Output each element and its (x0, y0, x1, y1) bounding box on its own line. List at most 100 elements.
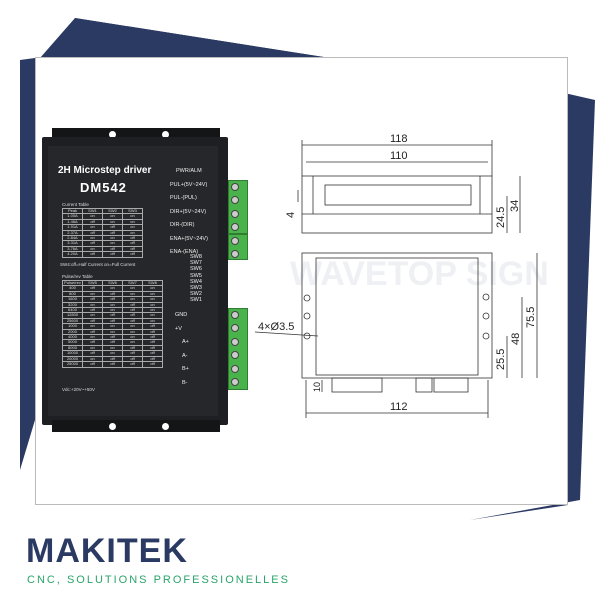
signal-label: ENA-(ENA) (170, 249, 199, 255)
table-cell: off (122, 234, 143, 242)
signal-label: PUL+(5V~24V) (170, 182, 208, 188)
terminal-screw (231, 378, 239, 386)
dim-48: 48 (510, 333, 522, 345)
table-header: SW8 (142, 279, 163, 287)
switch-label: SW6 (190, 266, 202, 273)
table-cell: off (142, 334, 163, 341)
terminal-screw (231, 311, 239, 319)
switch-label: SW2 (190, 291, 202, 298)
table-cell: on (142, 306, 163, 314)
table-cell: off (142, 355, 163, 363)
terminal-screw (231, 196, 239, 204)
terminal-screw (231, 324, 239, 332)
dim-112: 112 (390, 401, 408, 413)
driver-model: DM542 (80, 180, 127, 195)
switch-label: SW7 (190, 260, 202, 267)
table-cell: on (142, 317, 163, 325)
table-cell: off (142, 328, 163, 336)
brand-tagline: CNC, SOLUTIONS PROFESSIONELLES (27, 574, 290, 586)
dim-10: 10 (312, 382, 322, 392)
table-cell: off (142, 344, 163, 352)
power-note: Vdc:+20V~+50V (62, 387, 95, 392)
table-cell: on (122, 229, 143, 237)
switch-label: SW1 (190, 297, 202, 304)
table-cell: off (122, 245, 143, 253)
power-label: GND (175, 312, 188, 318)
signal-label: PWR/ALM (176, 168, 202, 174)
terminal-screw (231, 351, 239, 359)
power-label: B- (182, 379, 188, 386)
table-header: SW3 (122, 207, 143, 215)
table-cell: off (122, 251, 143, 258)
top-view (297, 140, 521, 234)
signal-terminal-block (228, 180, 248, 234)
signal-label: ENA+(5V~24V) (170, 236, 208, 242)
power-label: B+ (182, 366, 189, 372)
driver-title: 2H Microstep driver (58, 165, 152, 176)
table-cell: off (142, 350, 163, 357)
dim-4: 4 (285, 212, 297, 218)
dim-25-5: 25.5 (495, 349, 507, 370)
current-table-caption: Current Table (62, 202, 89, 207)
terminal-screw (231, 210, 239, 218)
table-cell: on (142, 301, 163, 309)
table-cell: off (142, 361, 163, 368)
pulse-table-caption: Pulse/rev Table (62, 274, 93, 279)
switch-label: SW8 (190, 254, 202, 260)
terminal-screw (231, 183, 239, 191)
switch-label: SW4 (190, 278, 202, 285)
terminal-screw (231, 237, 239, 245)
dim-118: 118 (390, 133, 408, 145)
table-cell: on (142, 296, 163, 303)
bottom-view (254, 252, 538, 418)
terminal-screw (231, 250, 239, 258)
table-cell: off (142, 339, 163, 346)
table-cell: on (122, 224, 143, 231)
power-label: A+ (182, 339, 189, 345)
table-cell: on (122, 213, 143, 220)
switch-label: SW5 (190, 272, 202, 279)
power-label: +V (175, 325, 182, 332)
dim-34: 34 (509, 200, 521, 212)
dim-holes: 4×Ø3.5 (258, 321, 294, 333)
dim-75-5: 75.5 (525, 307, 537, 328)
table-cell: on (142, 290, 163, 298)
terminal-screw (231, 365, 239, 373)
signal-label: DIR+(5V~24V) (170, 209, 207, 215)
signal-label: PUL-(PUL) (170, 195, 197, 201)
bottom-flange (52, 420, 220, 432)
table-cell: off (142, 323, 163, 330)
power-label: A- (182, 352, 188, 359)
table-cell: on (142, 312, 163, 319)
watermark: WAVETOP SIGN (290, 255, 549, 293)
table-cell: on (122, 218, 143, 226)
signal-label: DIR-(DIR) (170, 222, 195, 228)
switch-label: SW3 (190, 285, 202, 292)
